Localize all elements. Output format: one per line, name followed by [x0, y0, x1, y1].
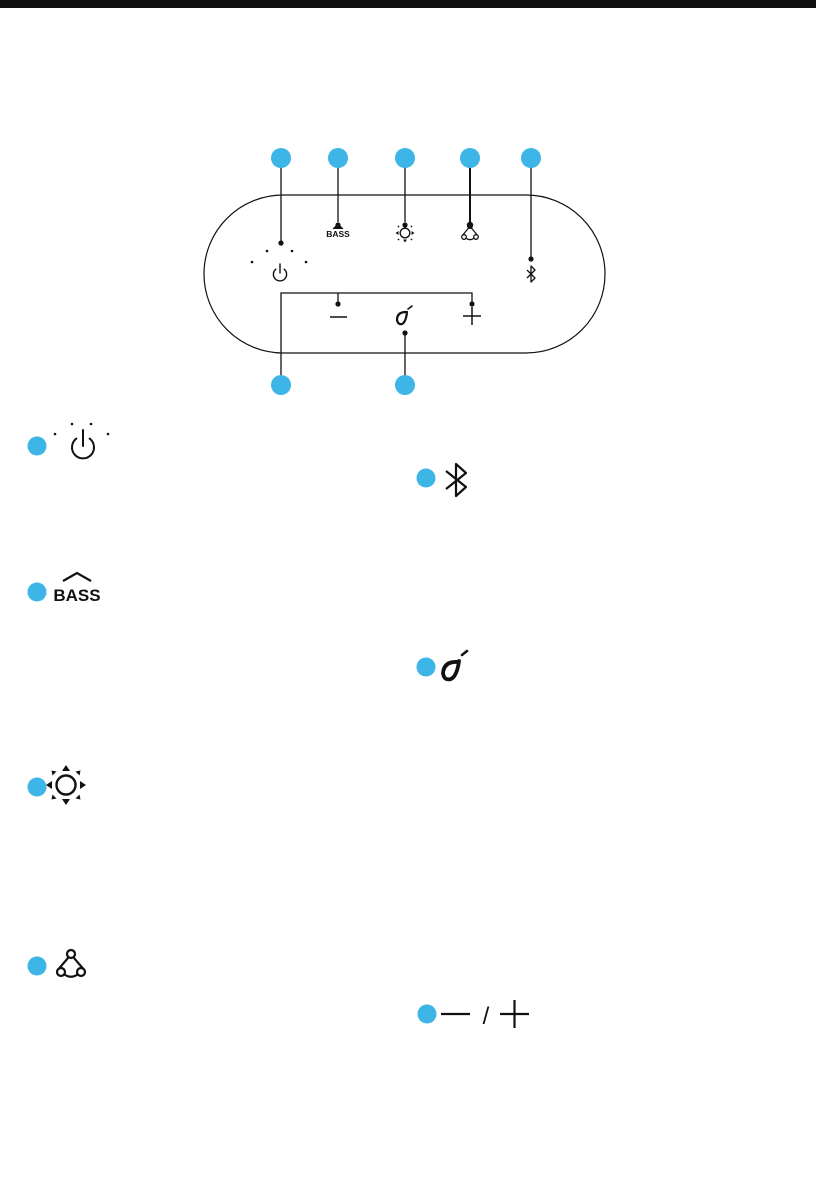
legend-item-soundcore	[417, 651, 468, 679]
power-icon	[273, 264, 286, 281]
legend-marker	[28, 437, 47, 456]
legend-marker	[28, 583, 47, 602]
legend-marker	[417, 658, 436, 677]
callout-marker	[395, 148, 415, 168]
power-indicator-dots	[251, 250, 308, 264]
power-icon	[72, 430, 94, 458]
callout-markers-top	[271, 148, 541, 168]
legend: BASS	[28, 423, 530, 1030]
callout-marker	[271, 375, 291, 395]
legend-marker	[28, 778, 47, 797]
legend-item-volume: /	[418, 1000, 530, 1030]
legend-item-power	[28, 423, 110, 459]
plus-icon	[500, 1000, 529, 1028]
bass-up-icon	[63, 573, 91, 581]
callout-marker	[271, 148, 291, 168]
legend-marker	[418, 1005, 437, 1024]
bluetooth-icon	[446, 464, 466, 496]
callout-lines	[281, 158, 531, 385]
power-indicator-dots	[54, 423, 110, 436]
volume-up-button[interactable]	[463, 307, 481, 325]
bluetooth-button[interactable]	[527, 266, 535, 282]
callout-marker	[395, 375, 415, 395]
legend-item-share	[28, 950, 86, 977]
callout-markers-bottom	[271, 375, 415, 395]
bass-legend-label: BASS	[53, 586, 100, 605]
soundcore-logo-icon	[443, 651, 467, 679]
bass-button[interactable]: BASS	[326, 224, 350, 239]
bluetooth-icon	[527, 266, 535, 282]
light-mode-icon	[46, 765, 86, 805]
device-panel: BASS	[204, 148, 605, 395]
power-button[interactable]	[251, 250, 308, 281]
callout-marker	[521, 148, 541, 168]
soundcore-logo-icon	[397, 306, 412, 324]
soundcore-button[interactable]	[397, 306, 412, 324]
bass-button-label: BASS	[326, 229, 350, 239]
light-mode-button[interactable]	[396, 224, 415, 243]
callout-marker	[460, 148, 480, 168]
legend-marker	[417, 469, 436, 488]
volume-separator: /	[483, 1003, 490, 1030]
legend-item-light	[28, 765, 87, 805]
plus-icon	[463, 307, 481, 325]
legend-item-bluetooth	[417, 464, 467, 496]
share-link-icon	[57, 950, 85, 977]
legend-marker	[28, 957, 47, 976]
callout-marker	[328, 148, 348, 168]
legend-item-bass: BASS	[28, 573, 101, 605]
light-mode-icon	[396, 224, 415, 243]
